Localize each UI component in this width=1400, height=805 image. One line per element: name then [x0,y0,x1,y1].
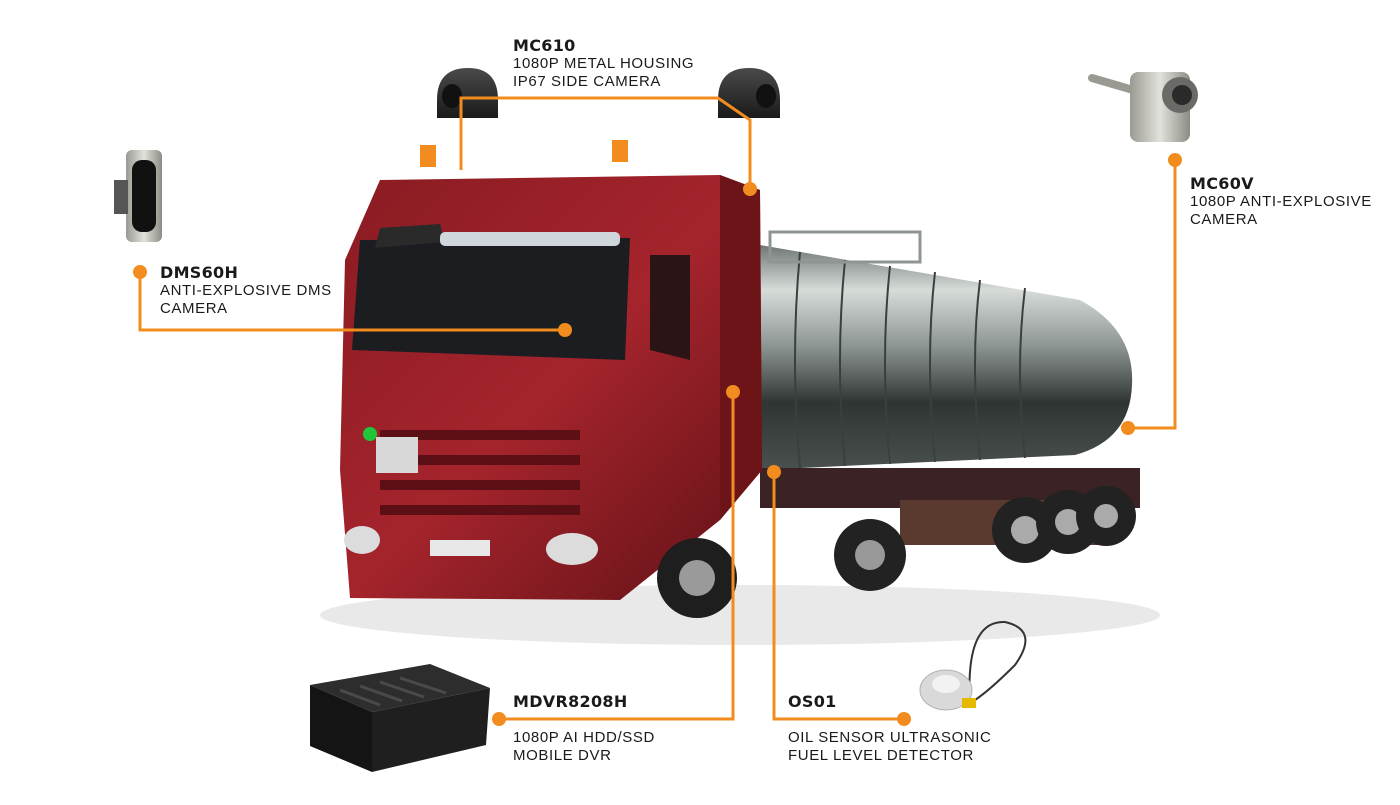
mdvr8208h-name: MDVR8208H [513,692,628,711]
mc610-name: MC610 [513,36,576,55]
os01-label-dot [897,712,911,726]
mc60v-connector-dot [1121,421,1135,435]
dms60h-label-dot [133,265,147,279]
os01-connector-dot [767,465,781,479]
mc60v-label: MC60V 1080P ANTI-EXPLOSIVE CAMERA [1190,174,1372,229]
dms60h-camera-image [114,150,162,242]
os01-connector-line [772,472,904,721]
mc610-desc-line-1: 1080P METAL HOUSING [513,55,695,72]
dms60h-desc-line-1: ANTI-EXPLOSIVE DMS [160,282,332,299]
mc610-desc-line-2: IP67 SIDE CAMERA [513,73,661,90]
mc60v-connector-line [1128,160,1177,430]
mc60v-name: MC60V [1190,174,1254,193]
mdvr8208h-dvr-image [310,664,490,772]
mc610-camera-left-image [437,68,498,118]
tanker-truck-illustration [320,140,1160,645]
os01-name: OS01 [788,692,837,711]
dms60h-desc-line-2: CAMERA [160,300,228,317]
mc60v-camera-image [1088,72,1198,142]
mdvr8208h-desc-line-2: MOBILE DVR [513,747,612,764]
mdvr8208h-connector-line [499,392,735,721]
mc610-connector-line [459,96,752,188]
os01-desc-line-1: OIL SENSOR ULTRASONIC [788,729,992,746]
mc60v-label-dot [1168,153,1182,167]
mc610-label: MC610 1080P METAL HOUSING IP67 SIDE CAME… [513,36,694,91]
os01-label: OS01 OIL SENSOR ULTRASONIC FUEL LEVEL DE… [788,692,991,765]
dms60h-connector-dot [558,323,572,337]
mc60v-desc-line-2: CAMERA [1190,211,1258,228]
mdvr8208h-connector-dot [726,385,740,399]
dms60h-label: DMS60H ANTI-EXPLOSIVE DMS CAMERA [160,263,332,318]
mdvr8208h-label: MDVR8208H 1080P AI HDD/SSD MOBILE DVR [513,692,655,765]
dms60h-connector-line [138,272,565,332]
os01-oil-sensor-image [919,620,1027,711]
mdvr8208h-desc-line-1: 1080P AI HDD/SSD [513,729,655,746]
mdvr8208h-label-dot [492,712,506,726]
dms60h-name: DMS60H [160,263,239,282]
mc610-camera-right-image [718,68,780,118]
mc60v-desc-line-1: 1080P ANTI-EXPLOSIVE [1190,193,1372,210]
mc610-connector-dot [743,182,757,196]
os01-desc-line-2: FUEL LEVEL DETECTOR [788,747,974,764]
